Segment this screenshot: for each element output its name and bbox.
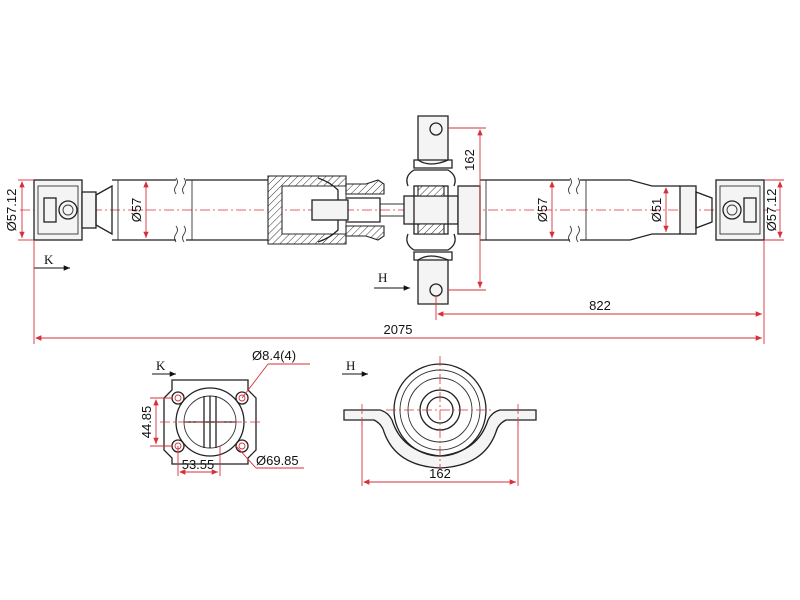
dim-text-right-yoke-dia: Ø57.12 [764, 189, 779, 232]
view-k-title: K [156, 358, 166, 373]
view-h-arrow: H [374, 270, 410, 291]
center-bearing-assembly [403, 115, 481, 305]
dim-right-yoke-dia: Ø57.12 [764, 179, 784, 241]
view-h-title: H [346, 358, 355, 373]
dim-text-bearing-width: 162 [429, 466, 451, 481]
dim-text-right-tube-dia: Ø57 [535, 198, 550, 223]
view-h-arrow-label: H [378, 270, 387, 285]
dim-text-right-neck-dia: Ø51 [649, 198, 664, 223]
view-h-bearing: H 162 [342, 356, 537, 486]
view-k-flange: K Ø8.4(4) 44.85 53.55 Ø6 [139, 348, 310, 476]
dim-bearing-to-end: 822 [435, 240, 765, 320]
dim-left-tube-dia: Ø57 [129, 181, 149, 238]
dim-text-flange-height: 44.85 [139, 406, 154, 439]
right-end-yoke [679, 179, 765, 241]
dim-right-neck-dia: Ø51 [649, 187, 669, 232]
left-tube [112, 177, 268, 243]
slip-joint-section [267, 175, 404, 245]
dim-text-bearing-height: 162 [462, 149, 477, 171]
dim-text-flange-pcd: Ø69.85 [256, 453, 299, 468]
dim-overall-length: 2075 [33, 240, 765, 344]
view-k-arrow: K [34, 252, 70, 271]
dim-text-overall-length: 2075 [384, 322, 413, 337]
right-tube [480, 177, 680, 243]
dim-right-tube-dia: Ø57 [535, 181, 555, 238]
view-k-arrow-label: K [44, 252, 54, 267]
dim-text-left-tube-dia: Ø57 [129, 198, 144, 223]
shaft-side-view: Ø57.12 Ø57 Ø57 Ø51 Ø57.12 1 [4, 115, 784, 344]
dim-left-yoke-dia: Ø57.12 [4, 179, 34, 241]
dim-text-flange-hole: Ø8.4(4) [252, 348, 296, 363]
dim-text-flange-width: 53.55 [182, 457, 215, 472]
dim-text-bearing-to-end: 822 [589, 298, 611, 313]
left-end-yoke [33, 179, 113, 241]
dim-text-left-yoke-dia: Ø57.12 [4, 189, 19, 232]
dim-bearing-height: 162 [448, 127, 486, 291]
